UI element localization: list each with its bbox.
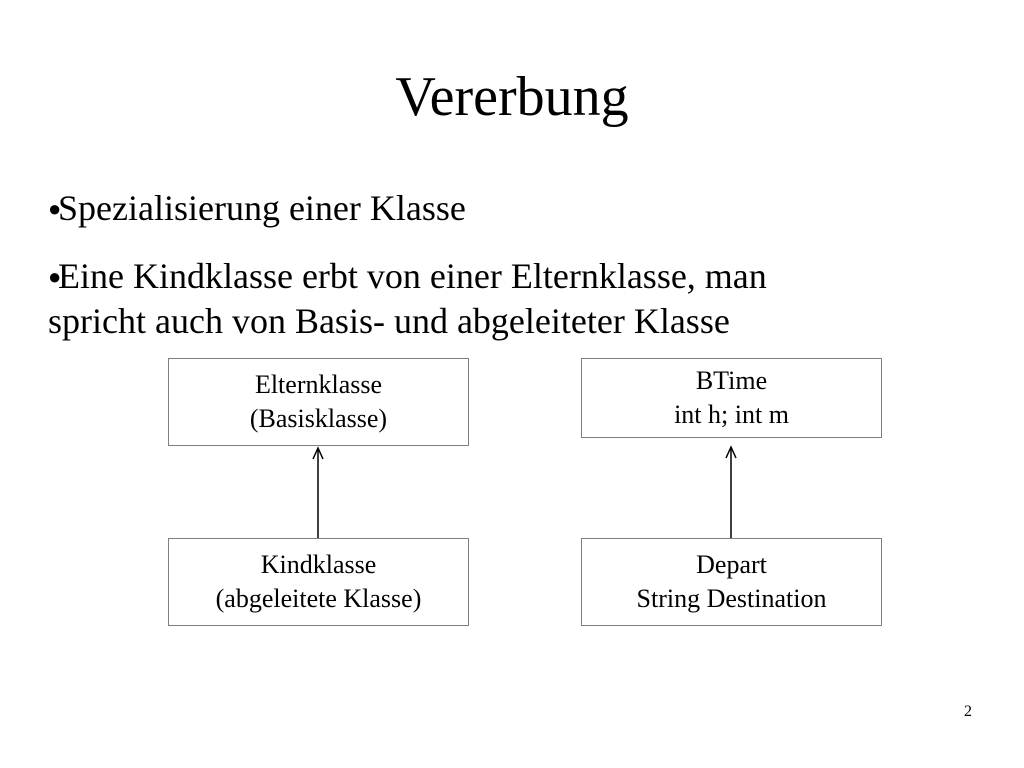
arrow-right-inheritance <box>725 445 737 538</box>
bullet-item-2: ●Eine Kindklasse erbt von einer Elternkl… <box>48 254 767 343</box>
depart-class-fields: String Destination <box>636 584 827 613</box>
depart-class-name: Depart <box>696 550 767 579</box>
btime-class-box: BTime int h; int m <box>581 358 882 438</box>
arrow-left-head <box>312 446 324 460</box>
arrow-right-head <box>725 445 737 459</box>
bullet-1-text: Spezialisierung einer Klasse <box>58 188 466 228</box>
child-class-name: Kindklasse <box>260 550 377 579</box>
parent-class-subtitle: (Basisklasse) <box>249 404 388 433</box>
child-class-subtitle: (abgeleitete Klasse) <box>215 584 422 613</box>
bullet-2-line-1: Eine Kindklasse erbt von einer Elternkla… <box>58 256 767 296</box>
page-number: 2 <box>964 703 972 720</box>
slide-title: Vererbung <box>395 66 629 128</box>
bullet-dot: ● <box>48 196 62 221</box>
bullet-2-line-2: spricht auch von Basis- und abgeleiteter… <box>48 301 730 341</box>
parent-class-box: Elternklasse (Basisklasse) <box>168 358 469 446</box>
bullet-item-1: ●Spezialisierung einer Klasse <box>48 186 466 231</box>
parent-class-name: Elternklasse <box>254 370 383 399</box>
btime-class-fields: int h; int m <box>674 400 789 429</box>
arrow-left-inheritance <box>312 446 324 538</box>
depart-class-box: Depart String Destination <box>581 538 882 626</box>
child-class-box: Kindklasse (abgeleitete Klasse) <box>168 538 469 626</box>
btime-class-name: BTime <box>695 366 768 395</box>
bullet-dot: ● <box>48 264 62 289</box>
